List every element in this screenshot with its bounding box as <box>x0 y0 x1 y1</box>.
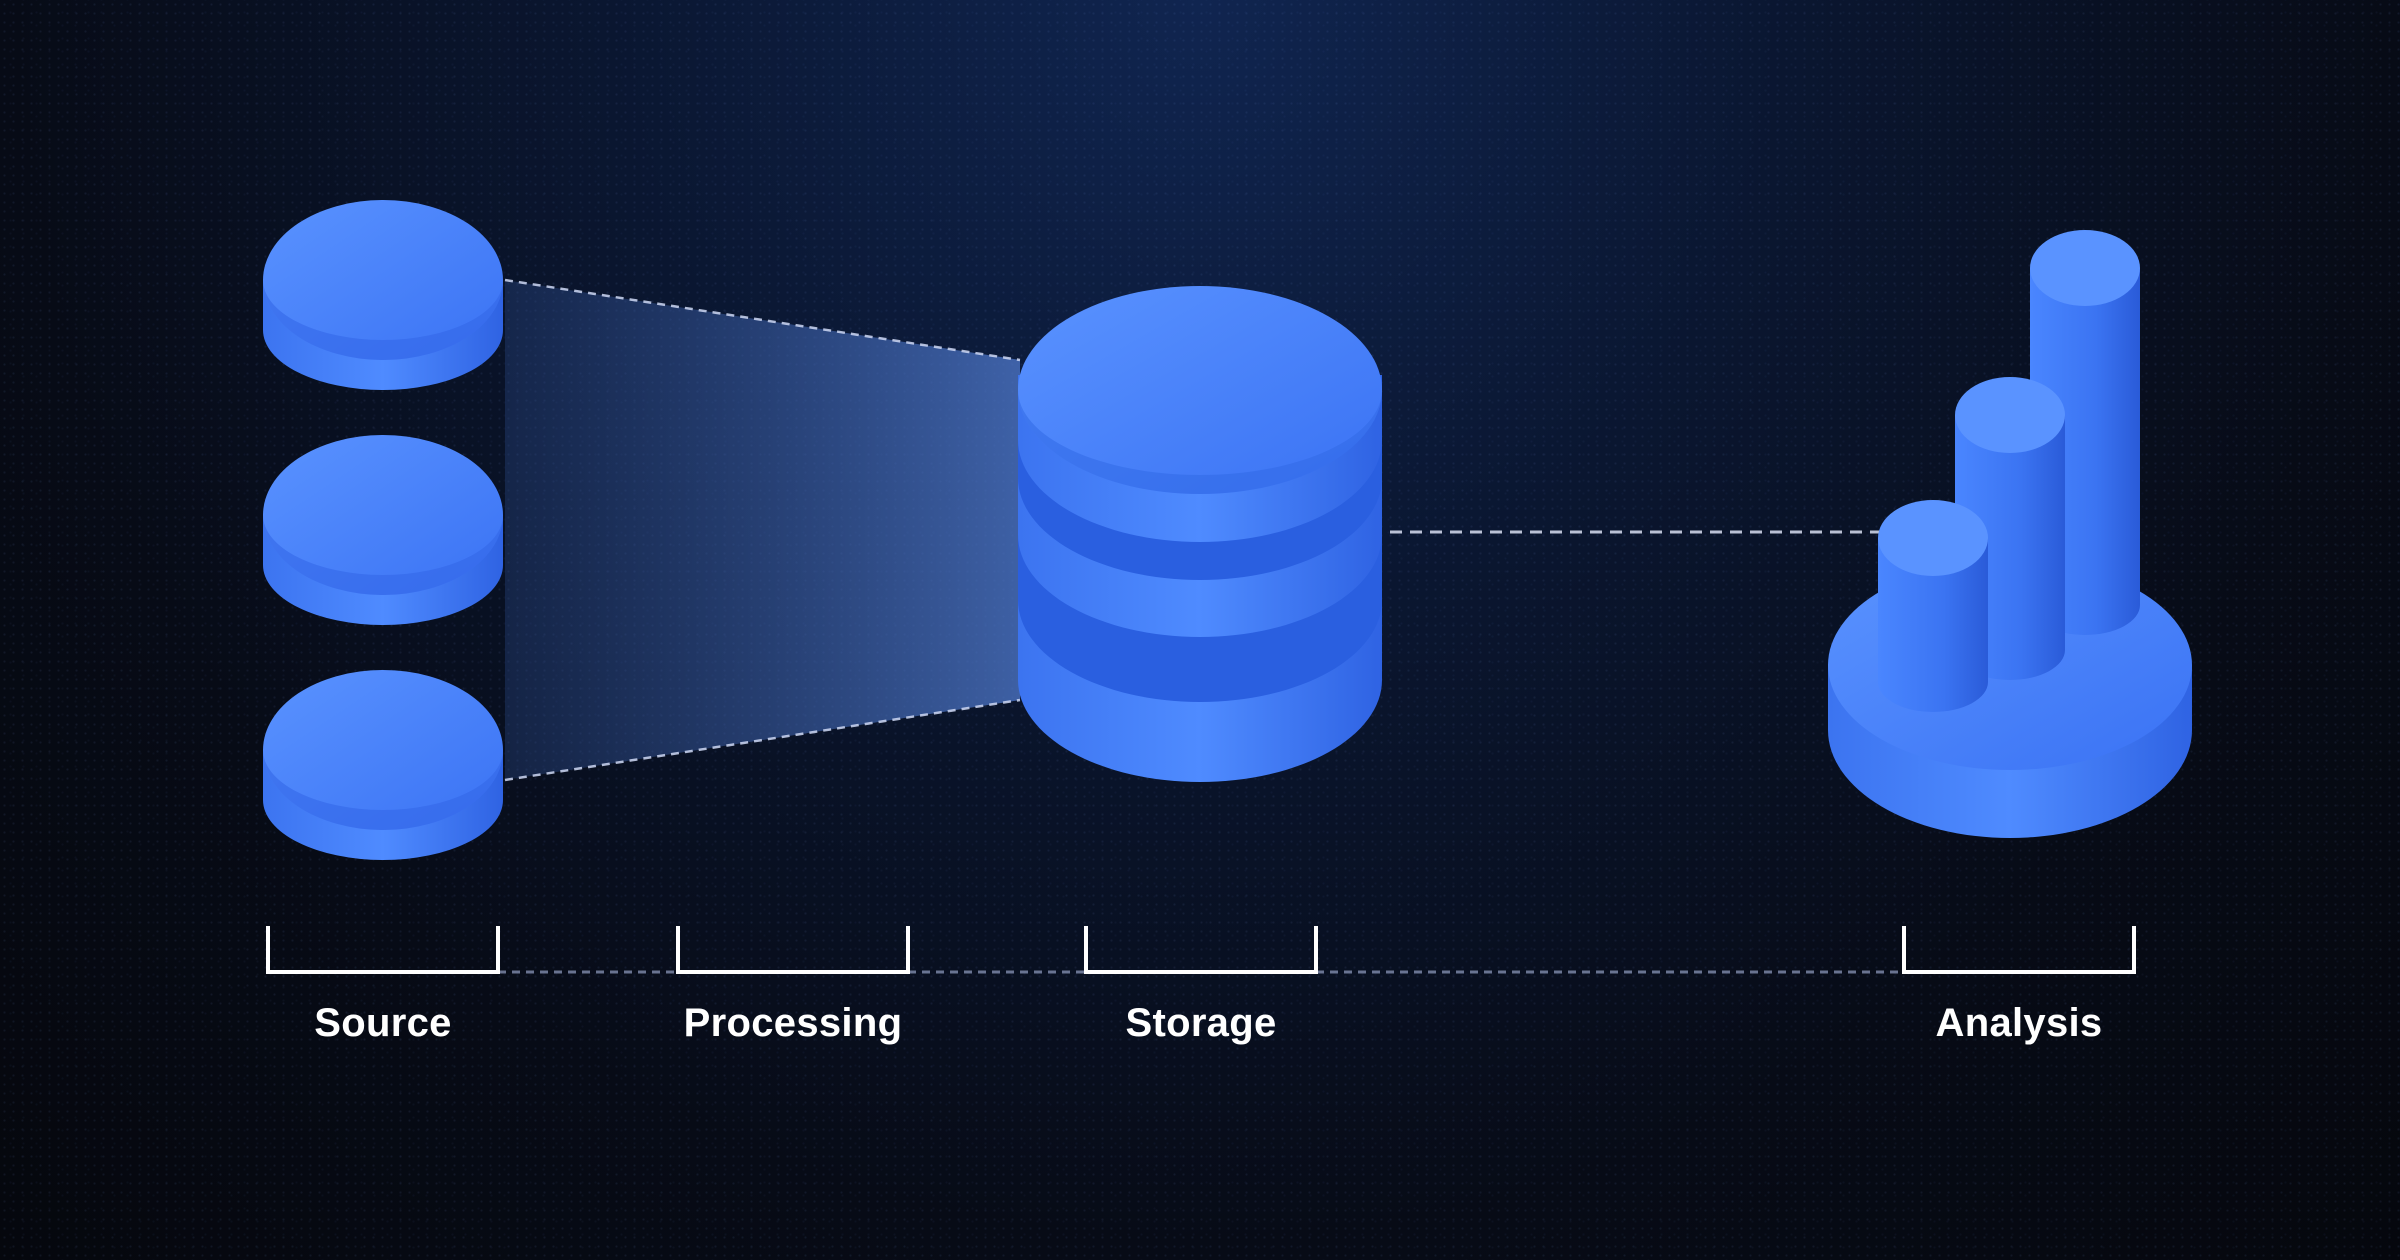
source-disk-3 <box>263 670 503 860</box>
disk-stack-icon <box>263 200 503 860</box>
processing-beam <box>505 280 1020 780</box>
database-icon <box>1018 286 1382 782</box>
source-disk-2 <box>263 435 503 625</box>
bracket-analysis <box>1902 926 2136 974</box>
beam-edge-bottom <box>504 698 1021 782</box>
bar-chart-icon <box>1828 230 2192 838</box>
stage-brackets <box>266 926 2136 974</box>
stage-label-storage: Storage <box>1125 1001 1277 1045</box>
bracket-storage <box>1084 926 1318 974</box>
stage-label-analysis: Analysis <box>1935 1001 2103 1045</box>
beam-edge-top <box>504 278 1021 362</box>
stage-label-source: Source <box>314 1001 452 1045</box>
source-disk-1 <box>263 200 503 390</box>
bracket-processing <box>676 926 910 974</box>
stage-label-processing: Processing <box>683 1001 903 1045</box>
bracket-source <box>266 926 500 974</box>
analysis-bar-short <box>1878 500 1988 712</box>
